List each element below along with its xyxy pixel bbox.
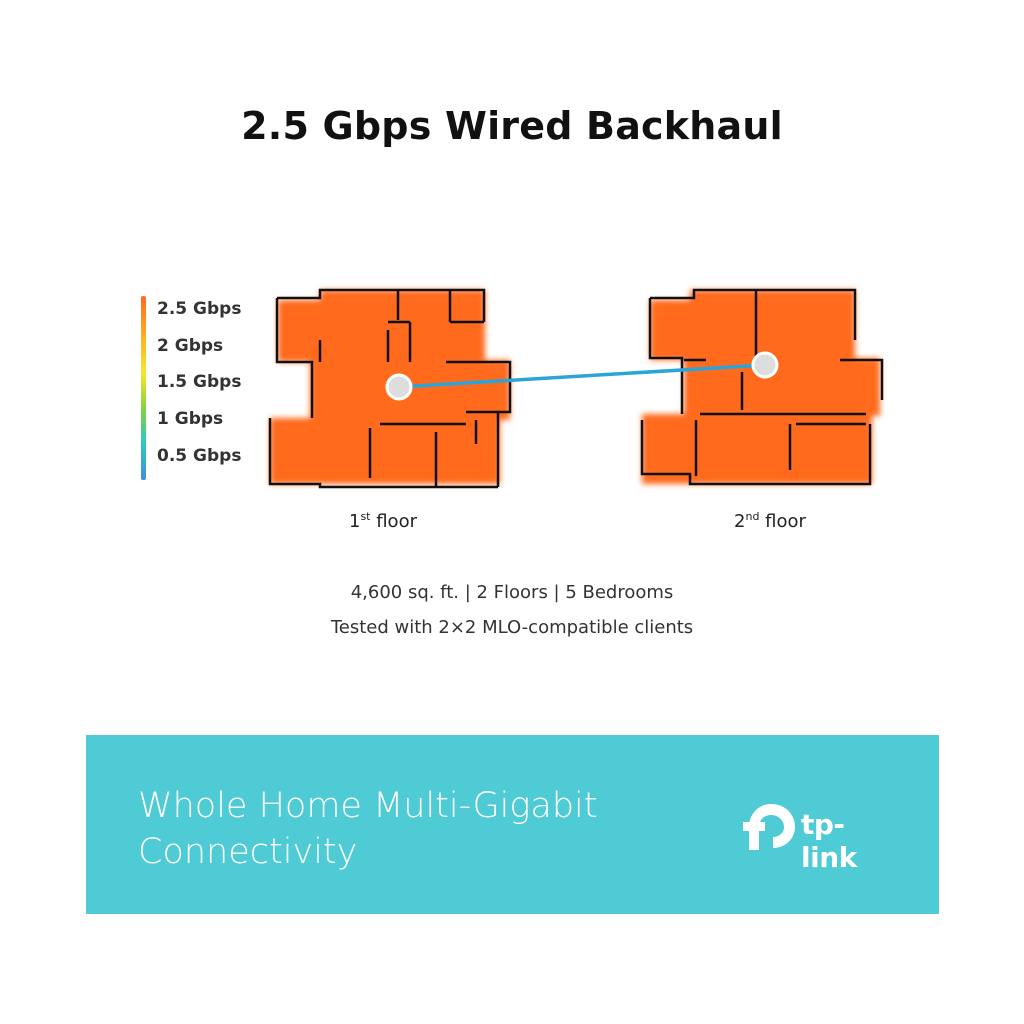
first-floor-suffix: st <box>360 510 371 523</box>
first-floor-router-node <box>385 373 413 401</box>
banner-headline: Whole Home Multi-Gigabit Connectivity <box>138 783 598 875</box>
legend-label-1: 1 Gbps <box>157 409 224 429</box>
second-floor-router-node <box>751 351 779 379</box>
backhaul-link <box>398 363 766 389</box>
first-floor-label: 1st floor <box>303 510 463 532</box>
second-floor-number: 2 <box>734 511 746 532</box>
feature-banner: Whole Home Multi-Gigabit Connectivity tp… <box>86 735 939 914</box>
tp-link-logo-icon <box>743 804 795 850</box>
second-floor-text: floor <box>759 511 806 532</box>
banner-line-2: Connectivity <box>138 832 358 872</box>
legend-label-0-5: 0.5 Gbps <box>157 446 242 466</box>
second-floor-plan <box>642 290 880 484</box>
first-floor-walls <box>268 288 512 489</box>
floor-plans-diagram <box>268 288 884 489</box>
second-floor-suffix: nd <box>745 510 760 523</box>
tp-link-wordmark: tp-link <box>801 808 857 874</box>
legend-label-2-5: 2.5 Gbps <box>157 299 242 319</box>
banner-line-1: Whole Home Multi-Gigabit <box>138 786 598 826</box>
legend-label-1-5: 1.5 Gbps <box>157 372 242 392</box>
legend-label-2: 2 Gbps <box>157 336 224 356</box>
first-floor-plan <box>270 290 510 484</box>
home-specs: 4,600 sq. ft. | 2 Floors | 5 Bedrooms <box>350 582 674 603</box>
first-floor-number: 1 <box>349 511 361 532</box>
signal-legend-gradient <box>141 296 146 480</box>
page-title: 2.5 Gbps Wired Backhaul <box>241 104 783 148</box>
second-floor-label: 2nd floor <box>690 510 850 532</box>
second-floor-walls <box>640 288 884 486</box>
first-floor-text: floor <box>370 511 417 532</box>
tp-link-logo: tp-link <box>741 798 891 874</box>
test-conditions: Tested with 2×2 MLO-compatible clients <box>330 617 694 638</box>
